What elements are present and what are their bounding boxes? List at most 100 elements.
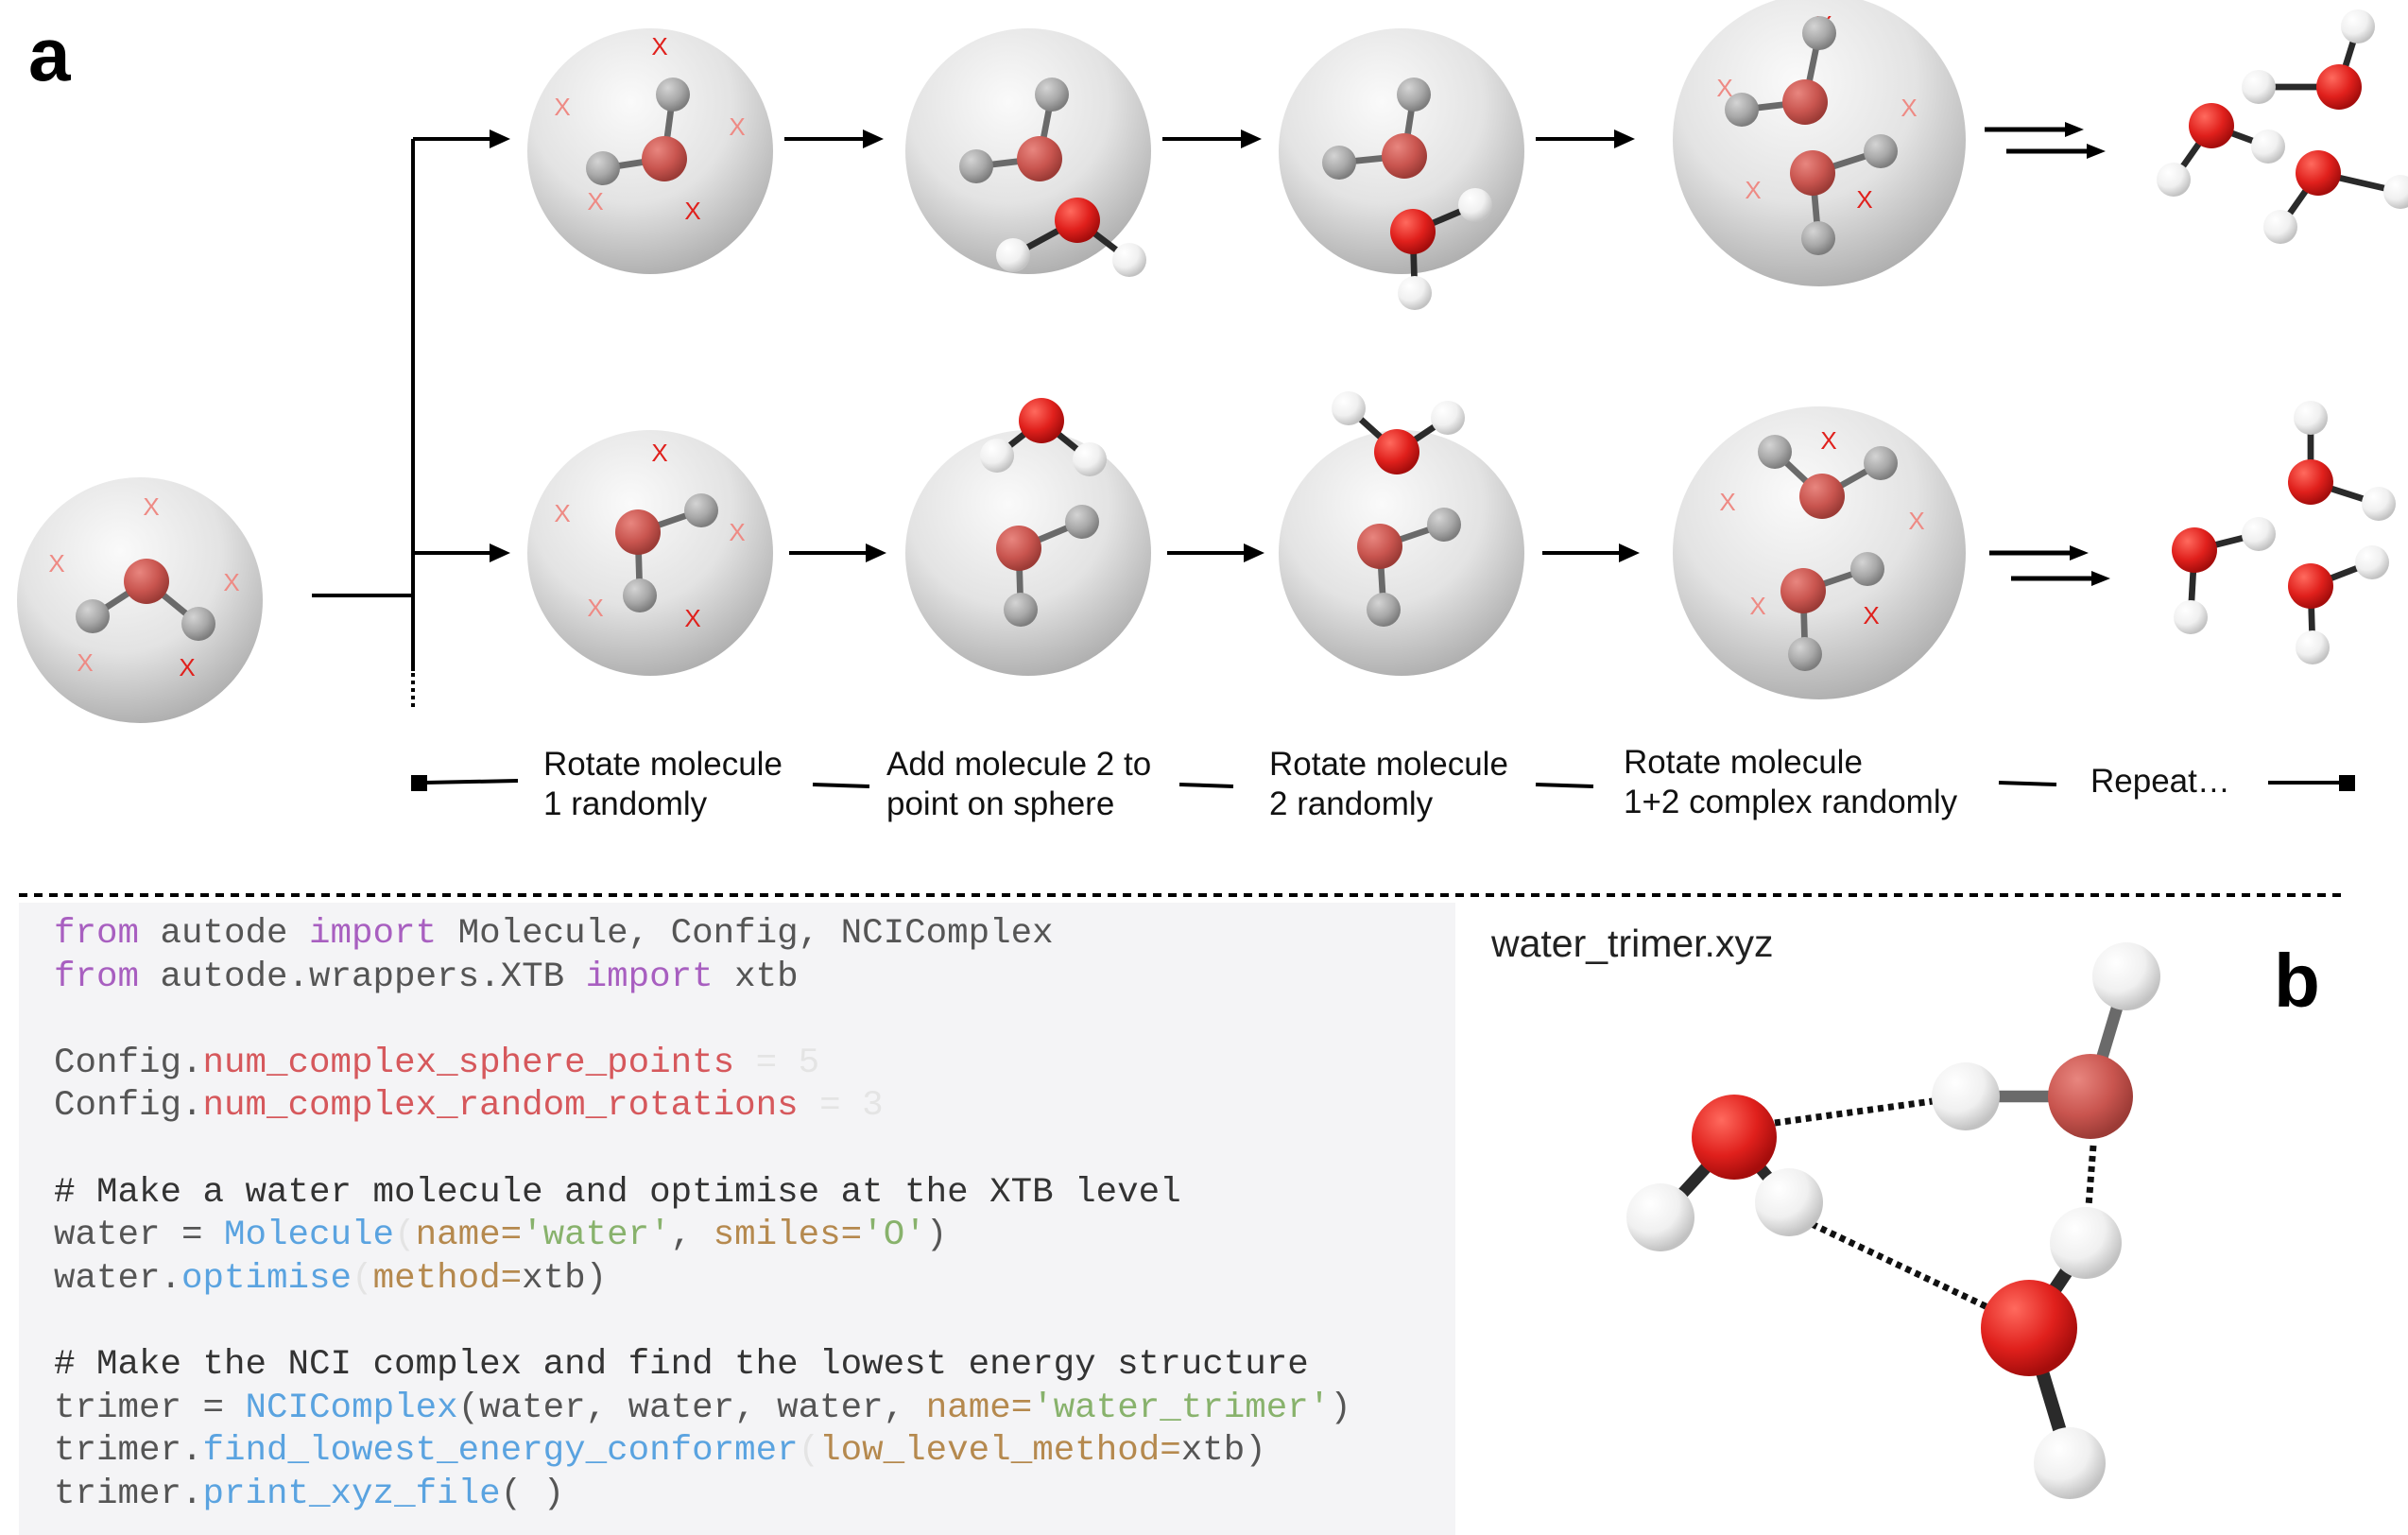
hydrogen-atom xyxy=(2355,545,2389,579)
oxygen-atom xyxy=(2316,64,2362,110)
sphere-point-marker: X xyxy=(179,653,195,681)
timeline-end xyxy=(2339,775,2355,791)
hydrogen-atom xyxy=(1788,637,1822,671)
water-molecule xyxy=(2242,9,2375,110)
hydrogen-atom xyxy=(1431,401,1465,435)
water-molecule xyxy=(615,493,718,612)
code-line: Config.num_complex_random_rotations = 3 xyxy=(54,1086,884,1127)
oxygen-atom xyxy=(996,526,1041,571)
code-line: trimer = NCIComplex(water, water, water,… xyxy=(54,1388,1351,1428)
code-panel xyxy=(19,903,1455,1535)
sphere xyxy=(1673,0,1966,286)
oxygen-atom xyxy=(2172,527,2217,573)
hydrogen-atom xyxy=(1932,1062,2000,1130)
sphere-point-marker: X xyxy=(1901,94,1917,122)
sphere-point-marker: X xyxy=(651,32,667,60)
hydrogen-atom xyxy=(2157,163,2191,197)
arrow xyxy=(1542,543,1640,562)
code-line: trimer.print_xyz_file( ) xyxy=(54,1474,565,1514)
spheres xyxy=(17,0,1966,723)
hydrogen-atom xyxy=(586,151,620,185)
water-molecule xyxy=(1725,16,1836,127)
water-molecule xyxy=(2288,401,2396,521)
water-molecule xyxy=(996,505,1099,627)
hydrogen-atom xyxy=(1322,146,1356,180)
hydrogen-atom xyxy=(2296,630,2330,664)
code-line: Config.num_complex_sphere_points = 5 xyxy=(54,1043,820,1083)
hydrogen-atom xyxy=(1850,552,1884,586)
step-label: Repeat… xyxy=(2090,763,2230,800)
code-comment: # Make a water molecule and optimise at … xyxy=(54,1172,1181,1213)
step-timeline xyxy=(411,775,2355,791)
water-molecule xyxy=(959,78,1069,183)
oxygen-atom xyxy=(1017,136,1062,181)
code-comment: # Make the NCI complex and find the lowe… xyxy=(54,1344,1309,1385)
hydrogen-atom xyxy=(623,578,657,612)
sphere-point-marker: X xyxy=(143,492,159,521)
hydrogen-atom xyxy=(980,439,1014,473)
sphere-point-marker: X xyxy=(1820,426,1836,455)
panel-label-a: a xyxy=(28,12,71,96)
oxygen-atom xyxy=(2288,563,2333,609)
hydrogen-atom xyxy=(2263,210,2297,244)
hydrogen-atom xyxy=(2294,401,2328,435)
hydrogen-atom xyxy=(684,493,718,527)
arrow xyxy=(1167,543,1264,562)
water-molecule xyxy=(1357,508,1461,627)
oxygen-atom xyxy=(2048,1054,2133,1139)
sphere-point-marker: X xyxy=(77,648,93,677)
hydrogen-atom xyxy=(1755,1168,1823,1236)
oxygen-atom xyxy=(642,136,687,181)
water-molecule xyxy=(1758,435,1898,519)
oxygen-atom xyxy=(1790,150,1835,196)
code-line: from autode import Molecule, Config, NCI… xyxy=(54,914,1054,954)
water-molecule xyxy=(1322,78,1431,180)
sphere-point-marker: X xyxy=(729,518,745,546)
water-molecule xyxy=(996,198,1146,277)
sphere-point-markers: XXXXXXXXXXXXXXXXXXXXXXXXX xyxy=(48,10,1924,681)
water-trimer-structure xyxy=(1626,942,2160,1499)
panel-label-b: b xyxy=(2274,939,2320,1023)
sphere-point-marker: X xyxy=(587,594,603,622)
step-label: Rotate molecule 1+2 complex randomly xyxy=(1624,744,1958,820)
code-block: from autode import Molecule, Config, NCI… xyxy=(54,913,1351,1516)
sphere-point-marker: X xyxy=(223,568,239,596)
oxygen-atom xyxy=(2189,103,2234,148)
oxygen-atom xyxy=(2288,459,2333,505)
arrow xyxy=(789,543,886,562)
oxygen-atom xyxy=(1799,474,1845,519)
sphere xyxy=(1279,430,1524,676)
sphere-point-marker: X xyxy=(587,187,603,216)
oxygen-atom xyxy=(1019,398,1064,443)
hydrogen-atom xyxy=(1758,435,1792,469)
arrow xyxy=(1536,129,1635,148)
step-label: Rotate molecule 2 randomly xyxy=(1269,746,1508,822)
step-label: Add molecule 2 to point on sphere xyxy=(886,746,1152,822)
hydrogen-atom xyxy=(2341,9,2375,43)
oxygen-atom xyxy=(1055,198,1100,243)
sphere-point-marker: X xyxy=(48,549,64,578)
arrow xyxy=(413,129,510,148)
double-arrow xyxy=(1985,122,2106,159)
water-molecule xyxy=(76,559,215,641)
step-label: Rotate molecule 1 randomly xyxy=(543,746,783,822)
hydrogen-atom xyxy=(656,78,690,112)
sphere-point-marker: X xyxy=(1745,176,1761,204)
code-line: water = Molecule(name='water', smiles='O… xyxy=(54,1216,948,1256)
hydrogen-atom xyxy=(1397,78,1431,112)
hydrogen-atom xyxy=(996,238,1030,272)
sphere xyxy=(527,430,773,676)
sphere-point-marker: X xyxy=(1856,185,1872,214)
hydrogen-atom xyxy=(1626,1183,1694,1251)
hydrogen-atom xyxy=(959,149,993,183)
double-arrow xyxy=(1989,545,2110,586)
water-molecule xyxy=(980,398,1107,476)
water-molecule xyxy=(2263,150,2408,244)
oxygen-atom xyxy=(1692,1095,1777,1180)
file-name: water_trimer.xyz xyxy=(1491,922,1774,965)
sphere-point-marker: X xyxy=(554,93,570,121)
oxygen-atom xyxy=(1357,524,1402,569)
hydrogen-atom xyxy=(1073,442,1107,476)
water-molecule xyxy=(1932,942,2160,1139)
